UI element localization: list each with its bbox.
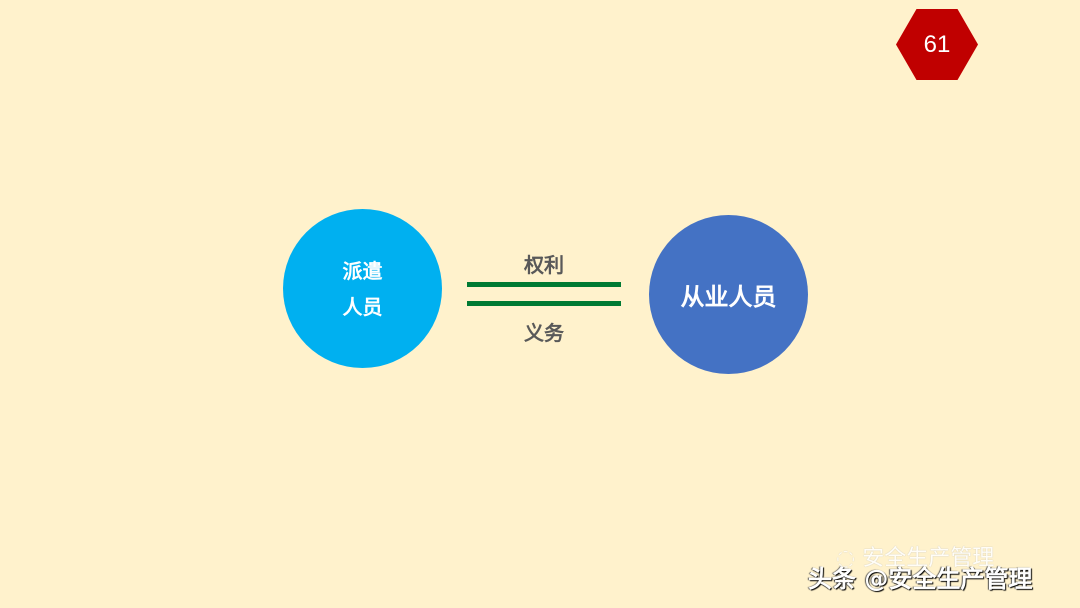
toutiao-watermark: 头条 @安全生产管理 — [808, 565, 1033, 593]
right-circle-label: 从业人员 — [680, 283, 777, 311]
dispatched-personnel-circle: 派遣 人员 — [283, 209, 442, 368]
page-number-badge: 61 — [896, 9, 978, 80]
wechat-icon: ◌ — [836, 546, 856, 571]
wechat-watermark-text: 安全生产管理 — [862, 546, 995, 571]
left-circle-line1: 派遣 — [342, 258, 383, 283]
rights-line — [467, 282, 621, 287]
rights-label: 权利 — [524, 253, 564, 277]
employee-circle: 从业人员 — [649, 215, 808, 374]
left-circle-line2: 人员 — [342, 294, 383, 319]
obligations-line — [467, 301, 621, 306]
page-number: 61 — [923, 30, 951, 58]
obligations-label: 义务 — [524, 321, 564, 345]
wechat-watermark: ◌ 安全生产管理 — [836, 540, 994, 572]
